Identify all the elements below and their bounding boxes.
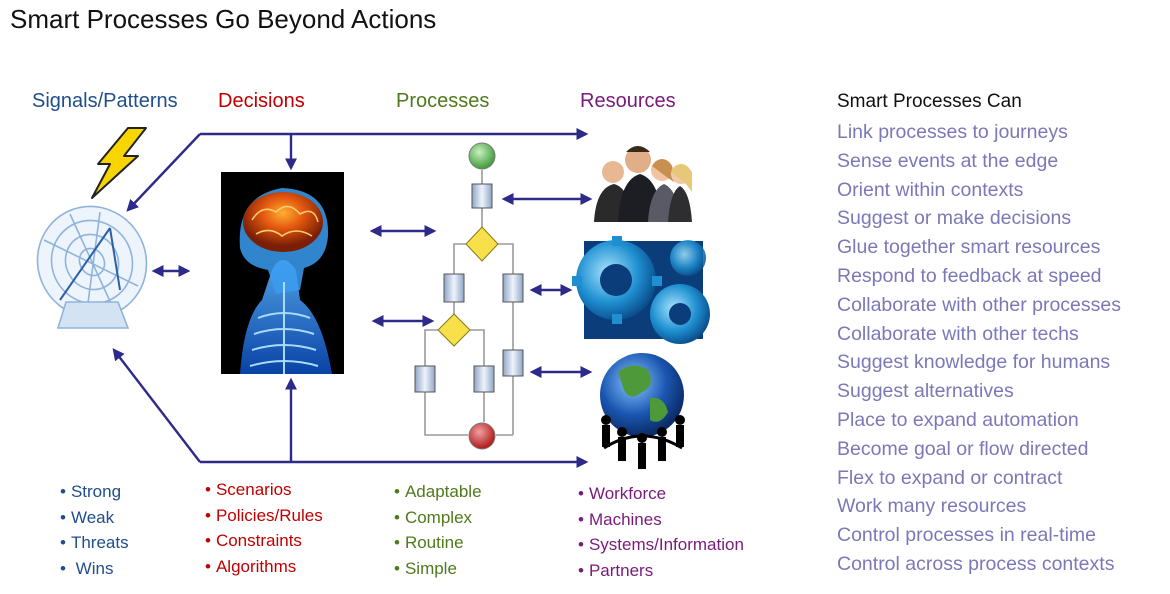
capability-item: Control across process contexts [837, 552, 1115, 575]
signals-item: Wins [60, 556, 129, 582]
capability-item: Collaborate with other processes [837, 293, 1121, 316]
signals-item: Weak [60, 505, 129, 531]
globe-people-icon [600, 353, 685, 469]
flowchart-icon [414, 142, 524, 450]
capability-item: Control processes in real-time [837, 524, 1097, 547]
page-title: Smart Processes Go Beyond Actions [10, 4, 437, 34]
capability-item: Suggest knowledge for humans [837, 351, 1111, 374]
resources-item: Systems/Information [578, 532, 744, 558]
capability-item: Flex to expand or contract [837, 466, 1063, 489]
processes-list: Adaptable Complex Routine Simple [394, 479, 482, 581]
decisions-heading: Decisions [218, 90, 305, 112]
signals-item: Threats [60, 530, 129, 556]
decisions-item: Algorithms [205, 554, 323, 580]
capability-item: Glue together smart resources [837, 236, 1101, 259]
decisions-item: Scenarios [205, 477, 323, 503]
gears-icon [572, 236, 710, 344]
decisions-list: Scenarios Policies/Rules Constraints Alg… [205, 477, 323, 579]
capability-item: Suggest alternatives [837, 380, 1014, 403]
processes-item: Simple [394, 556, 482, 582]
capability-item: Collaborate with other techs [837, 322, 1079, 345]
satellite-dish-icon [36, 205, 148, 329]
capability-item: Orient within contexts [837, 178, 1024, 201]
decisions-item: Constraints [205, 528, 323, 554]
connector-arrows [112, 128, 593, 468]
processes-item: Adaptable [394, 479, 482, 505]
signals-heading: Signals/Patterns [32, 90, 178, 112]
capability-item: Work many resources [837, 495, 1027, 518]
business-people-icon [594, 146, 692, 222]
signals-item: Strong [60, 479, 129, 505]
capability-item: Link processes to journeys [837, 121, 1068, 143]
capability-item: Place to expand automation [837, 408, 1079, 431]
resources-heading: Resources [580, 90, 676, 112]
capability-item: Sense events at the edge [837, 149, 1059, 172]
capabilities-list: Link processes to journeys Sense events … [837, 118, 1121, 579]
resources-list: Workforce Machines Systems/Information P… [578, 481, 744, 583]
resources-item: Workforce [578, 481, 744, 507]
resources-item: Machines [578, 507, 744, 533]
capabilities-heading: Smart Processes Can [837, 91, 1022, 112]
processes-item: Complex [394, 505, 482, 531]
lightning-bolt-icon [91, 127, 147, 199]
decisions-item: Policies/Rules [205, 503, 323, 529]
capability-item: Respond to feedback at speed [837, 264, 1102, 287]
processes-item: Routine [394, 530, 482, 556]
capability-item: Suggest or make decisions [837, 207, 1072, 230]
capability-item: Become goal or flow directed [837, 437, 1089, 460]
brain-xray-icon [221, 172, 344, 374]
signals-list: Strong Weak Threats Wins [60, 479, 129, 581]
processes-heading: Processes [396, 90, 490, 112]
resources-item: Partners [578, 558, 744, 584]
